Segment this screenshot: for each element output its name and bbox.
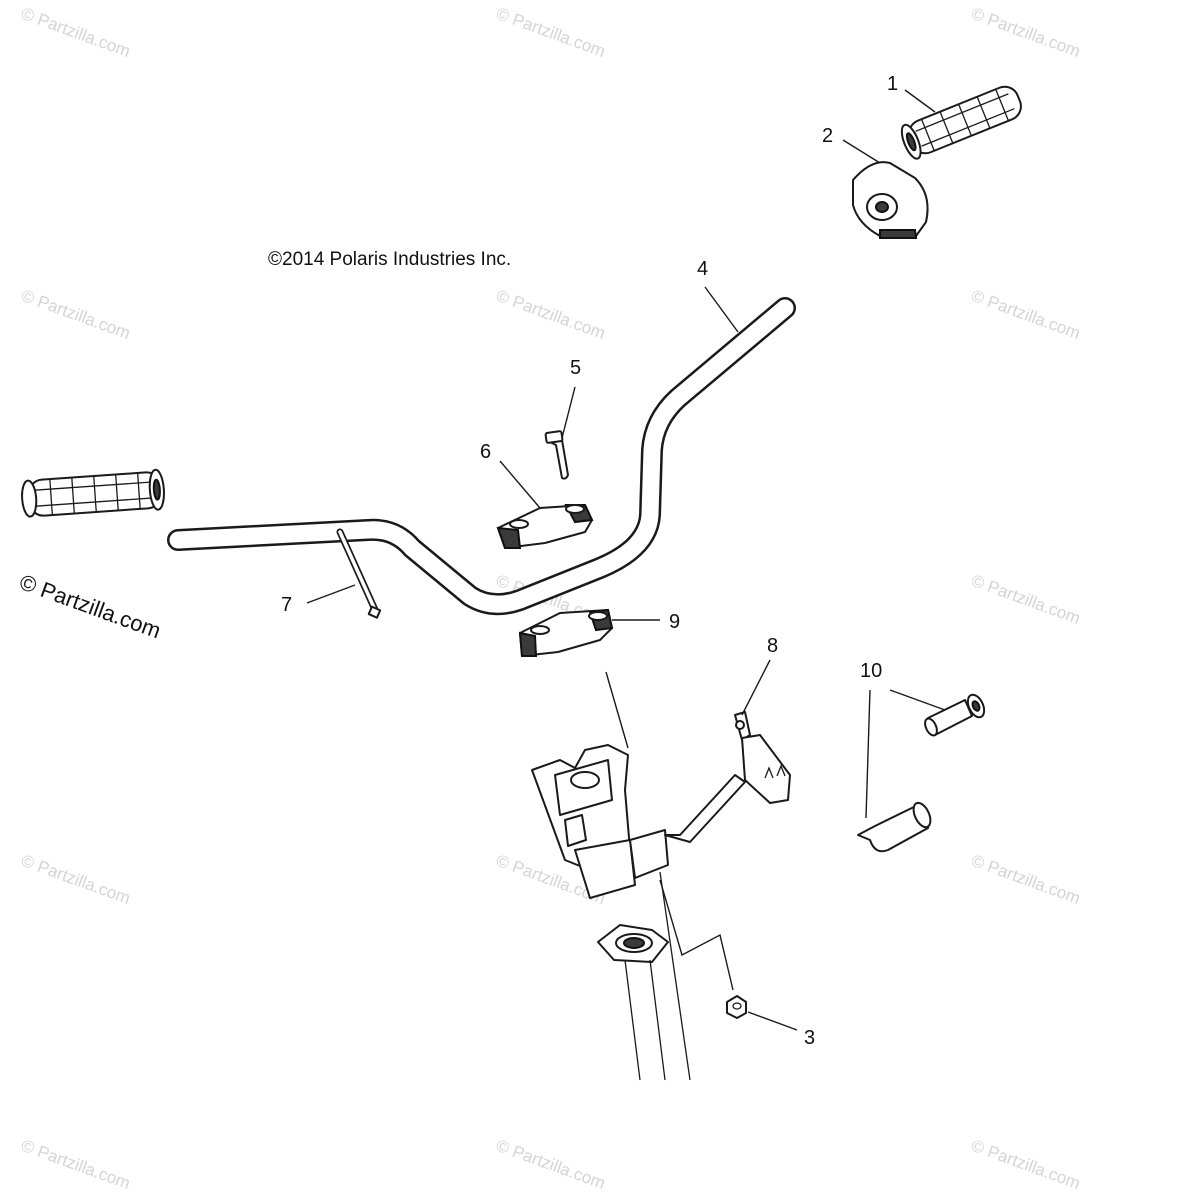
cable-tie[interactable] xyxy=(336,528,382,619)
partzilla-brand-mark: © Partzilla.com xyxy=(16,569,164,643)
right-grip[interactable] xyxy=(898,82,1026,161)
callout-7: 7 xyxy=(281,594,292,616)
callout-6: 6 xyxy=(480,441,491,463)
leader-lines xyxy=(306,89,946,1031)
watermark: © Partzilla.com xyxy=(969,571,1083,628)
upper-clamp[interactable] xyxy=(496,504,594,549)
callout-5: 5 xyxy=(570,357,581,379)
callout-2: 2 xyxy=(822,125,833,147)
switch-plunger[interactable] xyxy=(923,692,988,737)
watermark: © Partzilla.com xyxy=(969,1136,1083,1193)
watermark: © Partzilla.com xyxy=(19,1136,133,1193)
watermark: © Partzilla.com xyxy=(494,1136,608,1193)
throttle-housing[interactable] xyxy=(852,161,929,239)
bolt[interactable] xyxy=(544,430,569,480)
watermark: © Partzilla.com xyxy=(494,286,608,343)
steering-column xyxy=(597,671,691,1081)
callout-3: 3 xyxy=(804,1027,815,1049)
watermark: © Partzilla.com xyxy=(969,286,1083,343)
callout-10: 10 xyxy=(860,660,882,682)
callout-4: 4 xyxy=(697,258,708,280)
watermark: © Partzilla.com xyxy=(19,851,133,908)
lower-clamp[interactable] xyxy=(518,608,614,657)
watermark: © Partzilla.com xyxy=(494,4,608,61)
watermark: © Partzilla.com xyxy=(969,4,1083,61)
left-grip[interactable] xyxy=(21,468,165,519)
handlebar[interactable] xyxy=(167,297,796,616)
switch-sleeve[interactable] xyxy=(857,800,934,853)
watermark: © Partzilla.com xyxy=(19,286,133,343)
callout-1: 1 xyxy=(887,73,898,95)
nut[interactable] xyxy=(659,879,747,1019)
copyright-text: ©2014 Polaris Industries Inc. xyxy=(268,249,511,270)
callouts: 1 2 3 4 5 6 7 8 9 10 xyxy=(281,73,898,1049)
callout-8: 8 xyxy=(767,635,778,657)
mounting-bracket[interactable] xyxy=(531,711,791,899)
callout-9: 9 xyxy=(669,611,680,633)
watermark: © Partzilla.com xyxy=(19,4,133,61)
watermark: © Partzilla.com xyxy=(969,851,1083,908)
